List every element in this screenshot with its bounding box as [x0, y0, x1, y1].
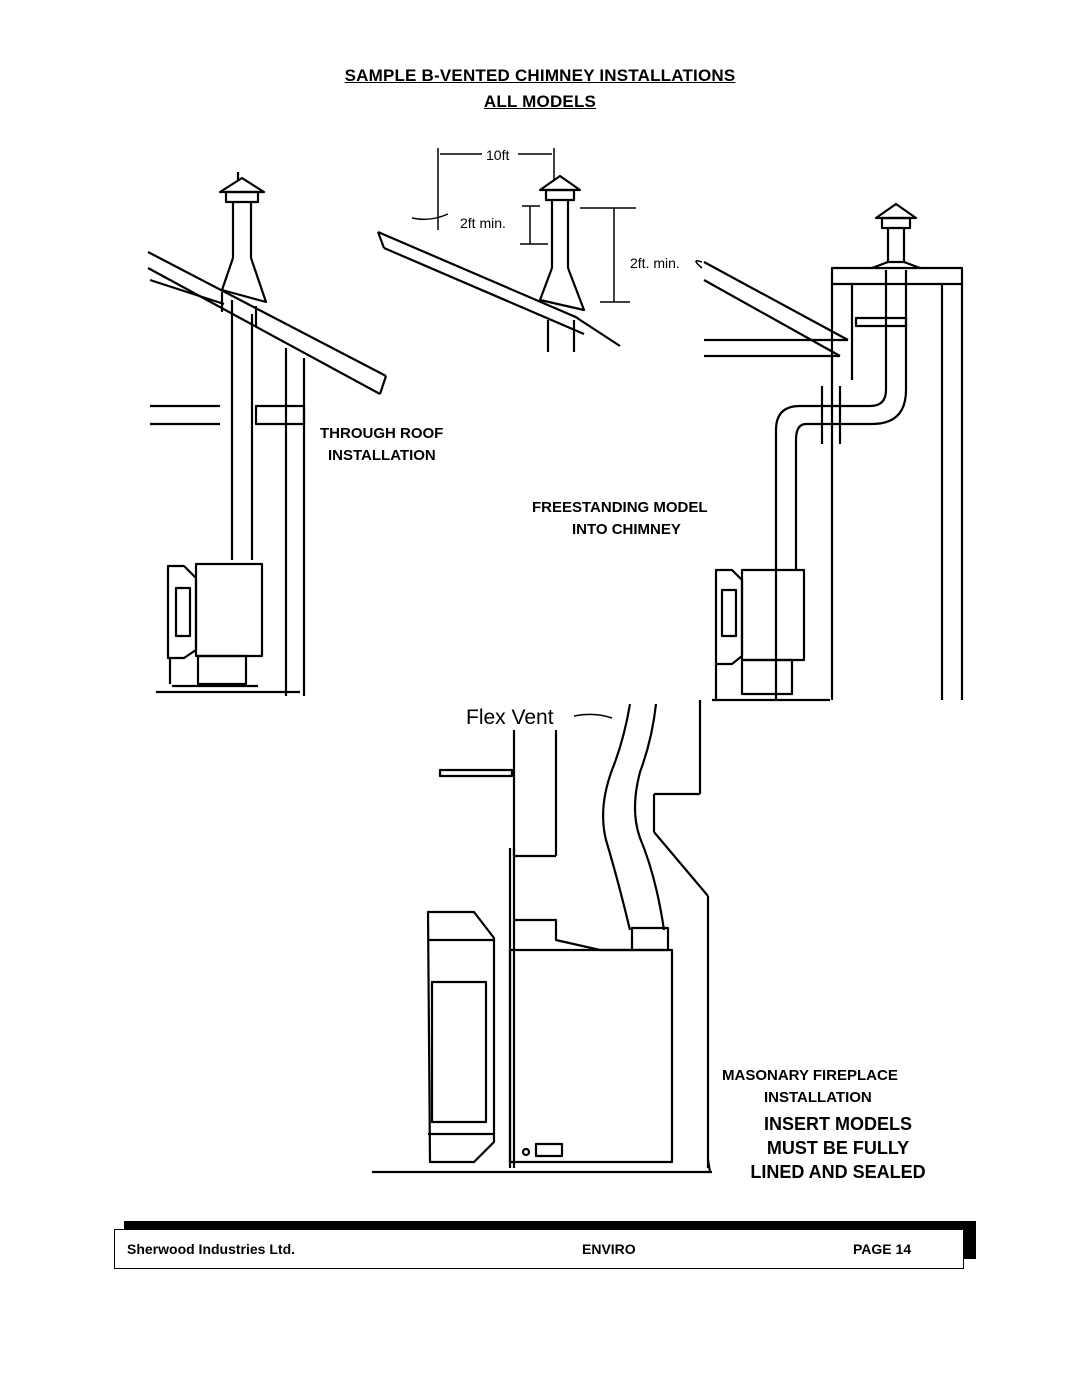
flex-vent-label: Flex Vent	[466, 706, 554, 729]
freestanding-chimney-diagram	[703, 202, 964, 702]
footer-model: ENVIRO	[582, 1241, 636, 1257]
freestanding-label: FREESTANDING MODEL	[532, 499, 708, 516]
page-title: SAMPLE B-VENTED CHIMNEY INSTALLATIONS	[344, 66, 736, 85]
masonry-fireplace-diagram	[372, 700, 712, 1174]
footer-rule	[124, 1221, 976, 1229]
insert-note-2: MUST BE FULLY	[767, 1138, 909, 1158]
dim-ridge-2ft-min: 2ft. min.	[630, 255, 680, 271]
footer-company: Sherwood Industries Ltd.	[127, 1241, 296, 1257]
dim-pipe-2ft-min: 2ft min.	[460, 215, 506, 231]
insert-note-1: INSERT MODELS	[764, 1114, 912, 1134]
page-subtitle: ALL MODELS	[483, 92, 597, 111]
dim-10ft: 10ft	[486, 147, 509, 163]
footer-page-number: PAGE 14	[853, 1241, 912, 1257]
footer-shadow	[964, 1229, 976, 1259]
through-roof-diagram	[147, 172, 388, 696]
through-roof-label: THROUGH ROOF	[320, 425, 443, 442]
masonry-label: MASONARY FIREPLACE	[722, 1067, 898, 1084]
footer: Sherwood Industries Ltd. ENVIRO PAGE 14	[114, 1229, 964, 1269]
masonry-label-2: INSTALLATION	[764, 1089, 872, 1106]
insert-note-3: LINED AND SEALED	[750, 1162, 925, 1182]
roof-clearance-diagram	[376, 148, 636, 352]
through-roof-label-2: INSTALLATION	[328, 447, 436, 464]
freestanding-label-2: INTO CHIMNEY	[572, 521, 681, 538]
